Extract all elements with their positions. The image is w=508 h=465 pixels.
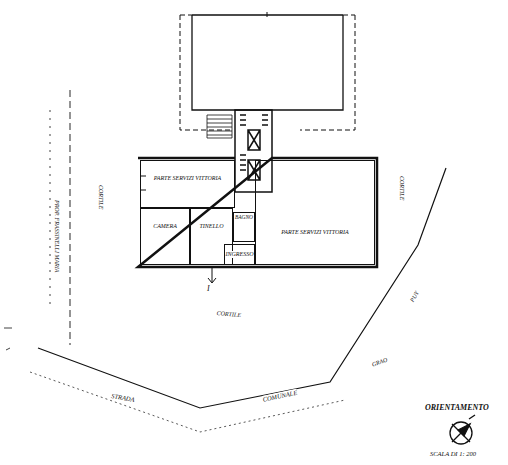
courtyard-label: CORTILE (216, 310, 241, 318)
boundary-label: PUY (409, 290, 420, 303)
boundary-label: GRAO (371, 357, 388, 368)
courtyard-label: CORTILE (98, 185, 104, 209)
room-box: PARTE SERVIZI VITTORIA (140, 160, 235, 208)
room-box: CAMERA (140, 208, 190, 265)
room-label: CAMERA (153, 223, 177, 230)
room-label: TINELLO (199, 223, 223, 230)
road-label: STRADA (111, 392, 135, 403)
entrance-mark: I (207, 284, 210, 293)
orientation-title: ORIENTAMENTO (425, 403, 489, 412)
room-label: BAGNO (235, 215, 253, 221)
room-box: BAGNO (233, 212, 255, 242)
room-box: INGRESSO (224, 244, 255, 265)
scale-label: SCALA DI 1: 200 (430, 450, 476, 457)
courtyard-label: CORTILE (399, 176, 405, 200)
room-label: PARTE SERVIZI VITTORIA (281, 229, 348, 236)
room-label: PARTE SERVIZI VITTORIA (154, 175, 221, 182)
owner-label: PROP. FRASSINELLI MARIA (54, 200, 60, 272)
road-label: COMUNALE (262, 389, 298, 403)
room-box: PARTE SERVIZI VITTORIA (255, 160, 375, 265)
room-label: INGRESSO (226, 251, 254, 258)
